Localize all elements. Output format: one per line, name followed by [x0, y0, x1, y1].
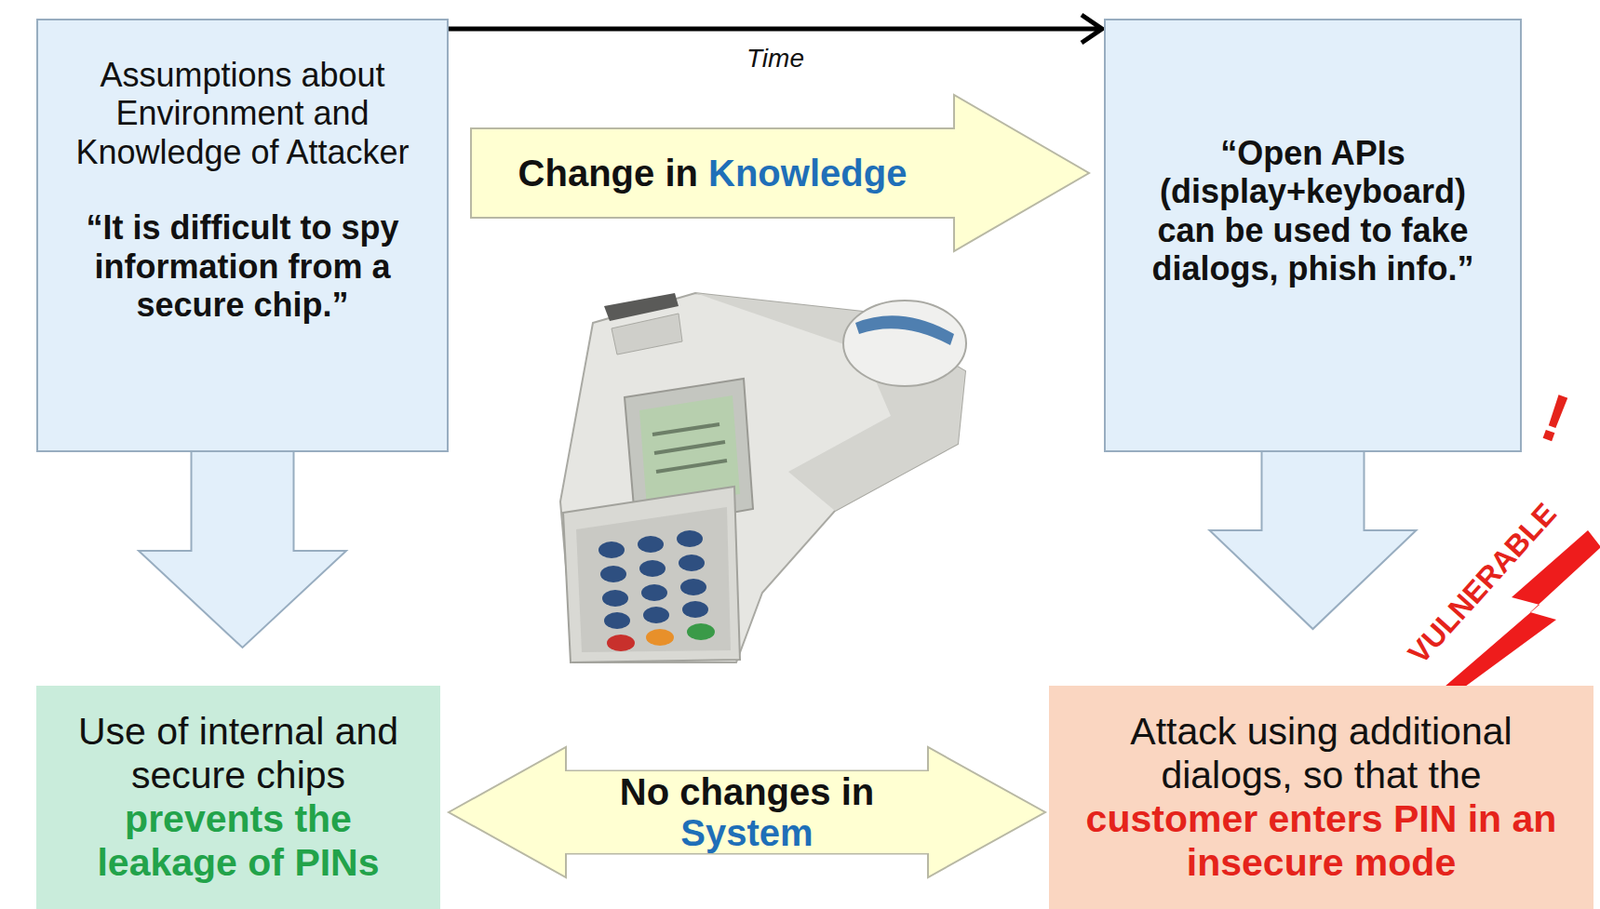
printer-roll — [843, 300, 967, 387]
node-text: customer enters PIN in an insecure mode — [1071, 797, 1572, 886]
enter-key — [686, 623, 715, 641]
cancel-key — [606, 634, 635, 652]
node-text: Assumptions about Environment and Knowle… — [60, 55, 425, 172]
node-text: “It is difficult to spy information from… — [60, 208, 425, 324]
node-text: “Open APIs (display+keyboard) can be use… — [1139, 134, 1487, 289]
secure-result-box: Use of internal and secure chipsprevents… — [36, 685, 441, 909]
knowledge-change-arrow — [470, 94, 1090, 252]
connector-label: No changes in System — [562, 771, 933, 854]
node-text: prevents the leakage of PINs — [53, 797, 424, 886]
knowledge-box: “Open APIs (display+keyboard) can be use… — [1103, 18, 1522, 453]
card-terminal-illustration — [560, 293, 967, 663]
screen-lines — [652, 424, 727, 472]
attack-result-box: Attack using additional dialogs, so that… — [1048, 685, 1594, 909]
highlighted-word: Knowledge — [708, 152, 907, 194]
terminal-body — [560, 293, 966, 663]
keypad-area — [576, 507, 731, 653]
down-block-arrow — [138, 450, 347, 648]
connector-label: Change in Knowledge — [514, 152, 912, 194]
time-arrow — [448, 14, 1103, 43]
timeline-line — [448, 14, 1103, 43]
no-system-change-arrow — [448, 747, 1046, 878]
assumption-box: Assumptions about Environment and Knowle… — [36, 18, 449, 453]
card-reader — [611, 313, 683, 355]
connector-label: Time — [742, 44, 808, 74]
keypad-keys — [598, 530, 709, 630]
keypad-shield — [563, 486, 740, 663]
down-block-arrow — [1210, 450, 1417, 630]
exclamation-mark: ! — [1532, 382, 1577, 454]
node-text: Attack using additional dialogs, so that… — [1071, 710, 1572, 798]
node-text: Use of internal and secure chips — [53, 710, 424, 798]
highlighted-word: System — [680, 812, 813, 854]
printer-stripe — [855, 315, 955, 346]
clear-key — [645, 629, 674, 646]
